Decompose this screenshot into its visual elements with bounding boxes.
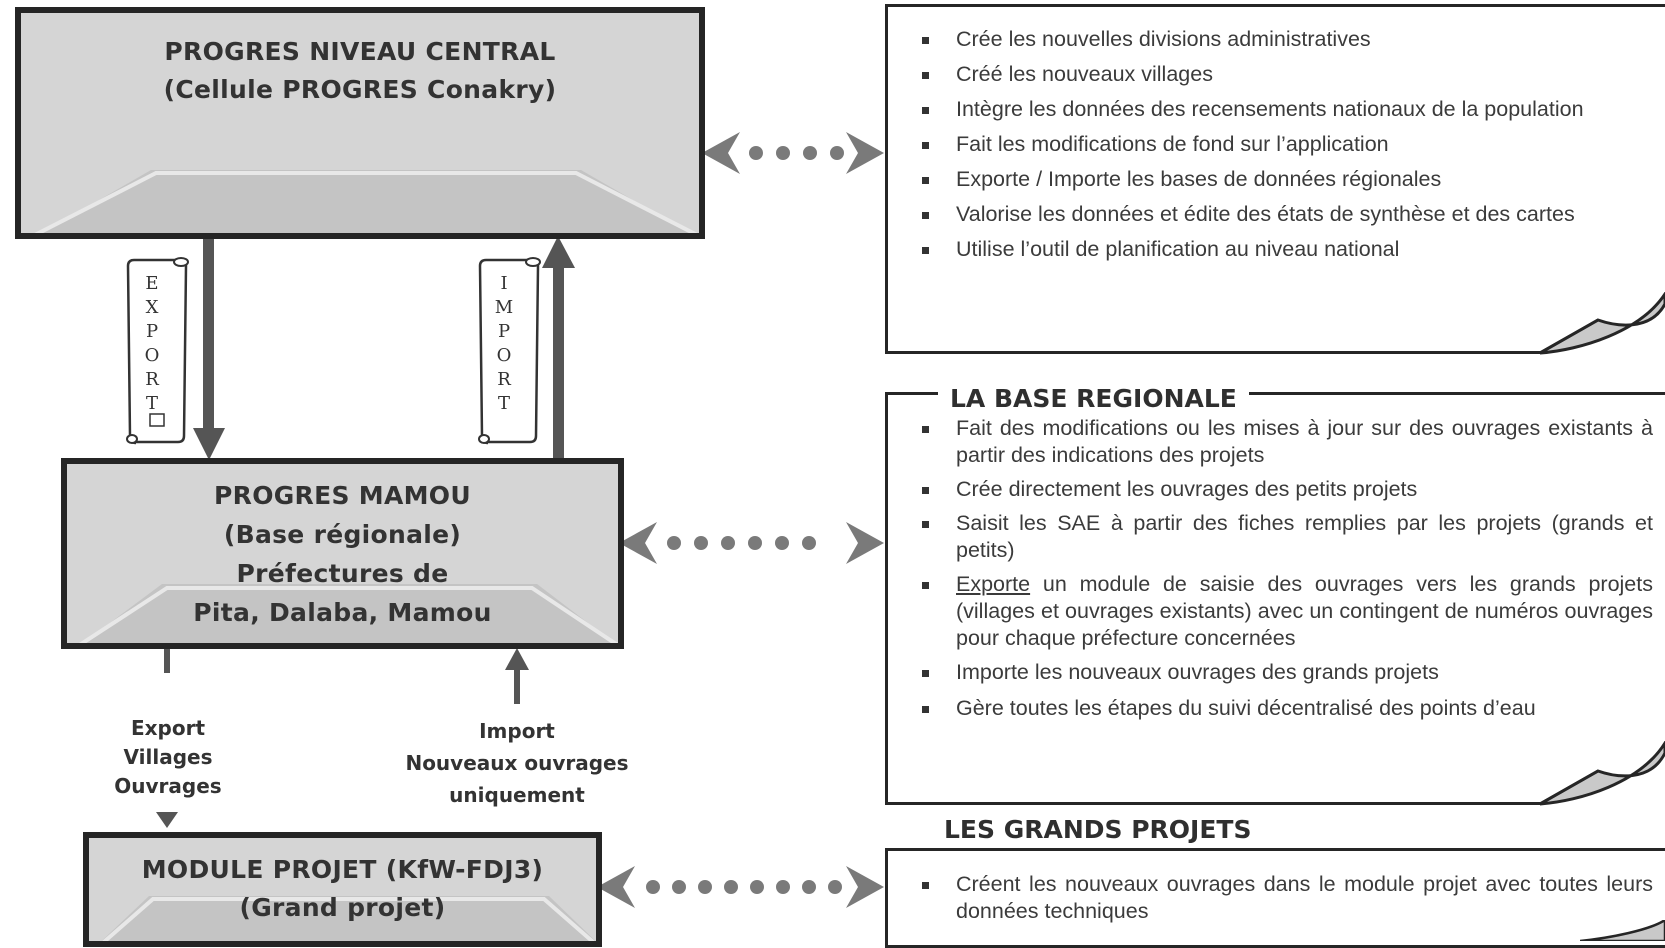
- page-curl-icon: [1540, 292, 1665, 355]
- central-panel-list: Crée les nouvelles divisions administrat…: [888, 26, 1653, 263]
- list-item: Saisit les SAE à partir des fiches rempl…: [888, 510, 1653, 564]
- link-central-left-head: [702, 132, 740, 174]
- link-regional-left-head: [619, 522, 657, 564]
- regional-level-line3: Préfectures de: [236, 559, 449, 588]
- regional-panel: Fait des modifications ou les mises à jo…: [885, 392, 1665, 805]
- list-item: Exporte un module de saisie des ouvrages…: [888, 571, 1653, 652]
- list-item: Crée les nouvelles divisions administrat…: [888, 26, 1653, 53]
- box-bevel: [79, 584, 618, 643]
- link-project-dot: [776, 880, 790, 894]
- central-level-box: PROGRES NIVEAU CENTRAL (Cellule PROGRES …: [15, 7, 705, 239]
- regional-level-title: PROGRES MAMOU: [214, 481, 471, 510]
- central-panel: Crée les nouvelles divisions administrat…: [885, 4, 1665, 354]
- link-project-dot: [724, 880, 738, 894]
- regional-panel-title: LA BASE REGIONALE: [938, 384, 1249, 414]
- list-item: Valorise les données et édite des états …: [888, 201, 1653, 228]
- export-scroll-label: EXPORT: [144, 273, 160, 414]
- link-central-dot: [803, 146, 817, 160]
- link-central-dot: [749, 146, 763, 160]
- lower-export-line: [164, 641, 170, 673]
- link-project-dot: [646, 880, 660, 894]
- list-item: Gère toutes les étapes du suivi décentra…: [888, 695, 1653, 722]
- import-flow-line2: Nouveaux ouvrages: [405, 751, 629, 775]
- list-item: Crée directement les ouvrages des petits…: [888, 476, 1653, 503]
- list-item: Fait des modifications ou les mises à jo…: [888, 415, 1653, 469]
- project-level-box: MODULE PROJET (KfW-FDJ3) (Grand projet): [83, 832, 602, 947]
- link-project-dot: [802, 880, 816, 894]
- import-flow-line3: uniquement: [449, 783, 585, 807]
- list-item: Importe les nouveaux ouvrages des grands…: [888, 659, 1653, 686]
- projects-panel: Créent les nouveaux ouvrages dans le mod…: [885, 848, 1665, 948]
- underlined-word: Exporte: [956, 572, 1031, 596]
- link-central-dot: [830, 146, 844, 160]
- export-flow-label: Export Villages Ouvrages: [98, 714, 238, 801]
- import-flow-label: Import Nouveaux ouvrages uniquement: [372, 715, 662, 811]
- import-arrow-shaft: [553, 266, 564, 460]
- projects-panel-list: Créent les nouveaux ouvrages dans le mod…: [888, 871, 1653, 925]
- list-item: Fait les modifications de fond sur l’app…: [888, 131, 1653, 158]
- project-level-subtitle: (Grand projet): [239, 893, 446, 922]
- export-flow-line2: Villages: [123, 745, 213, 769]
- export-arrow-shaft: [203, 234, 214, 430]
- link-regional-dot: [721, 536, 735, 550]
- regional-level-box: PROGRES MAMOU (Base régionale) Préfectur…: [61, 458, 624, 649]
- export-arrow-head: [193, 428, 225, 460]
- box-bevel: [34, 170, 698, 233]
- central-level-title: PROGRES NIVEAU CENTRAL: [164, 37, 556, 66]
- list-item: Intègre les données des recensements nat…: [888, 96, 1653, 123]
- lower-export-arrow-head: [156, 812, 178, 828]
- link-regional-dot: [748, 536, 762, 550]
- list-item-text: un module de saisie des ouvrages vers le…: [956, 572, 1653, 650]
- lower-import-arrow-head: [505, 648, 529, 670]
- import-arrow-head: [542, 236, 575, 268]
- box-bevel: [101, 896, 596, 941]
- link-regional-right-head: [846, 522, 884, 564]
- link-central-dot: [776, 146, 790, 160]
- link-regional-dot: [694, 536, 708, 550]
- export-scroll: [126, 257, 189, 445]
- link-regional-dot: [802, 536, 816, 550]
- lower-import-shaft: [514, 670, 520, 704]
- regional-level-line4: Pita, Dalaba, Mamou: [193, 598, 492, 627]
- list-item: Créent les nouveaux ouvrages dans le mod…: [888, 871, 1653, 925]
- regional-level-subtitle: (Base régionale): [223, 520, 462, 549]
- page-curl-icon: [1540, 741, 1665, 806]
- import-scroll-label: IMPORT: [494, 273, 514, 414]
- page-curl-icon: [1580, 920, 1665, 941]
- link-project-dot: [698, 880, 712, 894]
- list-item: Créé les nouveaux villages: [888, 61, 1653, 88]
- export-flow-line3: Ouvrages: [114, 774, 222, 798]
- link-project-left-head: [597, 866, 635, 908]
- link-project-dot: [672, 880, 686, 894]
- export-flow-line1: Export: [130, 716, 206, 740]
- projects-panel-title: LES GRANDS PROJETS: [932, 815, 1312, 845]
- import-scroll: [478, 257, 541, 445]
- list-item: Exporte / Importe les bases de données r…: [888, 166, 1653, 193]
- link-project-right-head: [846, 866, 884, 908]
- regional-panel-list: Fait des modifications ou les mises à jo…: [888, 415, 1653, 722]
- link-central-right-head: [846, 132, 884, 174]
- import-flow-line1: Import: [479, 719, 555, 743]
- link-regional-dot: [667, 536, 681, 550]
- central-level-subtitle: (Cellule PROGRES Conakry): [163, 75, 557, 104]
- link-regional-dot: [775, 536, 789, 550]
- list-item: Utilise l’outil de planification au nive…: [888, 236, 1653, 263]
- link-project-dot: [750, 880, 764, 894]
- link-project-dot: [828, 880, 842, 894]
- project-level-title: MODULE PROJET (KfW-FDJ3): [141, 855, 544, 884]
